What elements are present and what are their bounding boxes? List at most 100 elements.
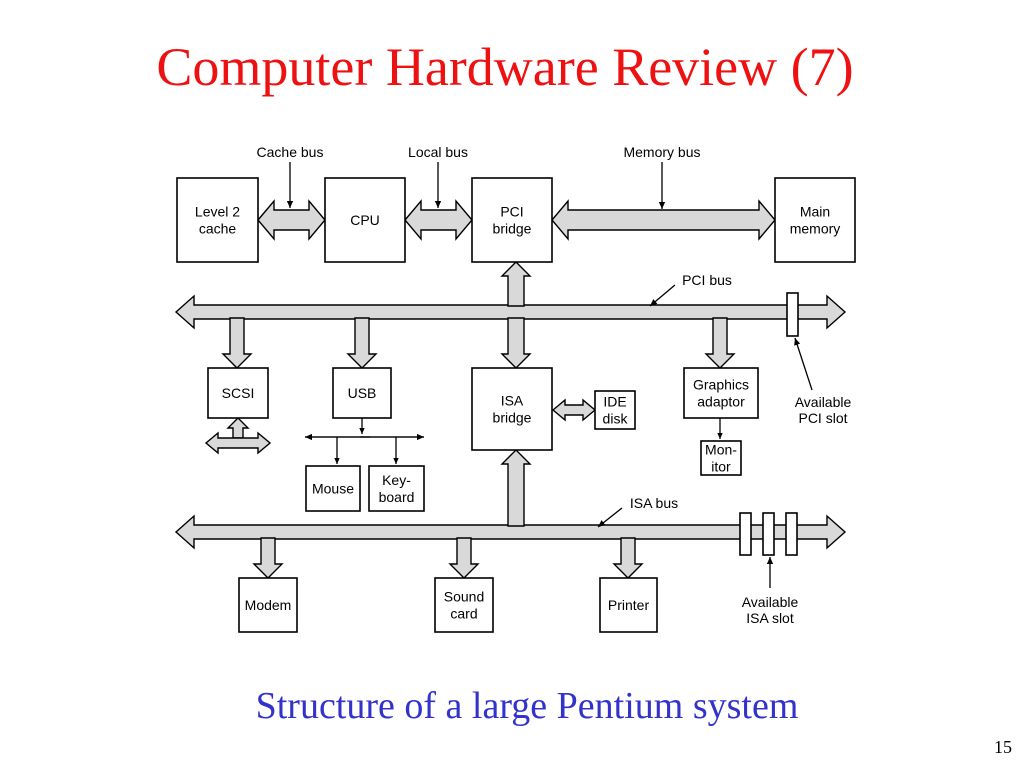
scsi-bus-stem <box>226 417 250 439</box>
pci-to-isa-bridge-connector <box>500 317 532 369</box>
cpu-label-line-1: CPU <box>350 212 380 228</box>
usb-bus-left-end-head <box>305 433 312 441</box>
available-isa-slot-label-line-1: Available <box>742 594 799 610</box>
printer-box-outline <box>599 577 658 633</box>
cache-bus-pointer-head <box>286 201 294 208</box>
isa-bridge-label-line-1: ISA <box>501 393 524 409</box>
graphics-adaptor-box-outline <box>683 367 759 419</box>
graphics-to-monitor-head <box>717 433 723 439</box>
cache-bus-label-line-1: Cache bus <box>257 144 324 160</box>
keyboard-box: Key-board <box>368 465 425 512</box>
scsi-label-line-1: SCSI <box>222 385 255 401</box>
local-bus-label-line-1: Local bus <box>408 144 468 160</box>
sound-card-box-outline <box>434 577 494 633</box>
pci-bus-label-line-1: PCI bus <box>682 272 732 288</box>
sound-card-label-line-1: Sound <box>444 589 484 605</box>
printer-box: Printer <box>599 577 658 633</box>
mouse-box: Mouse <box>305 465 361 512</box>
mouse-box-outline <box>305 465 361 512</box>
ide-disk-label-line-1: IDE <box>603 394 626 410</box>
keyboard-label-line-1: Key- <box>382 472 411 488</box>
local-bus-pointer-head <box>434 201 442 208</box>
available-pci-slot-label-line-2: PCI slot <box>798 410 847 426</box>
scsi-box: SCSI <box>207 367 269 419</box>
isa-slot-marker-2 <box>762 512 775 556</box>
keyboard-label-line-2: board <box>379 489 415 505</box>
printer-label-line-1: Printer <box>608 597 650 613</box>
isa-slot-marker-3 <box>785 512 798 556</box>
isa-bus-label-line-1: ISA bus <box>630 495 678 511</box>
main-memory-label-line-2: memory <box>790 221 841 237</box>
pci-to-graphics-connector <box>704 317 736 369</box>
usb-box: USB <box>332 367 392 419</box>
isa-to-printer-connector <box>612 537 644 579</box>
monitor-box: Mon-itor <box>700 440 742 476</box>
level2-cache-box-outline <box>176 177 259 263</box>
page-number: 15 <box>994 737 1012 757</box>
main-memory-box-outline <box>774 177 856 263</box>
isa-slot-marker-1 <box>739 512 752 556</box>
isa-to-sound-card-connector <box>448 537 480 579</box>
pci-bus-pointer-head <box>650 299 658 306</box>
cpu-box: CPU <box>324 177 406 263</box>
usb-label-line-1: USB <box>348 385 377 401</box>
pci-bridge-connector <box>500 261 532 307</box>
isa-bridge-label-line-2: bridge <box>493 410 532 426</box>
isa-bridge-connector <box>500 449 532 527</box>
pci-bus-arrow <box>174 294 847 330</box>
keyboard-box-outline <box>368 465 425 512</box>
scsi-box-outline <box>207 367 269 419</box>
pci-slot-marker <box>786 292 799 337</box>
monitor-label-line-2: itor <box>711 459 731 475</box>
available-pci-slot-label-line-1: Available <box>795 394 852 410</box>
scsi-bus-arrow <box>204 431 272 455</box>
pci-slot-pointer-line <box>794 337 813 391</box>
pci-to-scsi-connector <box>221 317 253 369</box>
pci-slot-pointer-head <box>794 338 801 346</box>
ide-disk-box-outline <box>594 390 636 430</box>
mouse-label-line-1: Mouse <box>312 481 354 497</box>
cache-bus-arrow <box>257 199 326 241</box>
pci-to-usb-connector <box>346 317 378 369</box>
level2-cache-label-line-2: cache <box>199 221 237 237</box>
isa-to-modem-connector <box>252 537 284 579</box>
isa-slot-pointer-head <box>766 557 774 564</box>
usb-to-mouse-head <box>334 458 340 464</box>
slide-caption: Structure of a large Pentium system <box>255 685 799 727</box>
available-isa-slot-label-line-2: ISA slot <box>746 610 794 626</box>
pci-bridge-label-line-2: bridge <box>493 221 532 237</box>
usb-stem-head <box>359 428 365 434</box>
modem-box-outline <box>238 577 298 633</box>
sound-card-label-line-2: card <box>450 606 477 622</box>
slide-title: Computer Hardware Review (7) <box>156 37 854 97</box>
usb-bus-right-end-head <box>417 433 424 441</box>
memory-bus-arrow <box>551 199 776 241</box>
pci-bridge-label-line-1: PCI <box>500 204 523 220</box>
pci-bridge-box-outline <box>471 177 553 263</box>
isa-bus-pointer-head <box>598 520 606 527</box>
level2-cache-label-line-1: Level 2 <box>195 204 240 220</box>
memory-bus-pointer-head <box>658 202 666 209</box>
graphics-adaptor-label-line-2: adaptor <box>697 394 745 410</box>
usb-to-keyboard-head <box>393 458 399 464</box>
graphics-adaptor-label-line-1: Graphics <box>693 377 749 393</box>
bus-layer <box>174 199 847 579</box>
isa-bridge-box-outline <box>471 367 553 451</box>
modem-box: Modem <box>238 577 298 633</box>
ide-disk-arrow <box>551 398 597 422</box>
cpu-box-outline <box>324 177 406 263</box>
isa-bus-arrow <box>174 514 847 550</box>
main-memory-label-line-1: Main <box>800 204 830 220</box>
monitor-label-line-1: Mon- <box>705 442 737 458</box>
ide-disk-label-line-2: disk <box>603 411 629 427</box>
